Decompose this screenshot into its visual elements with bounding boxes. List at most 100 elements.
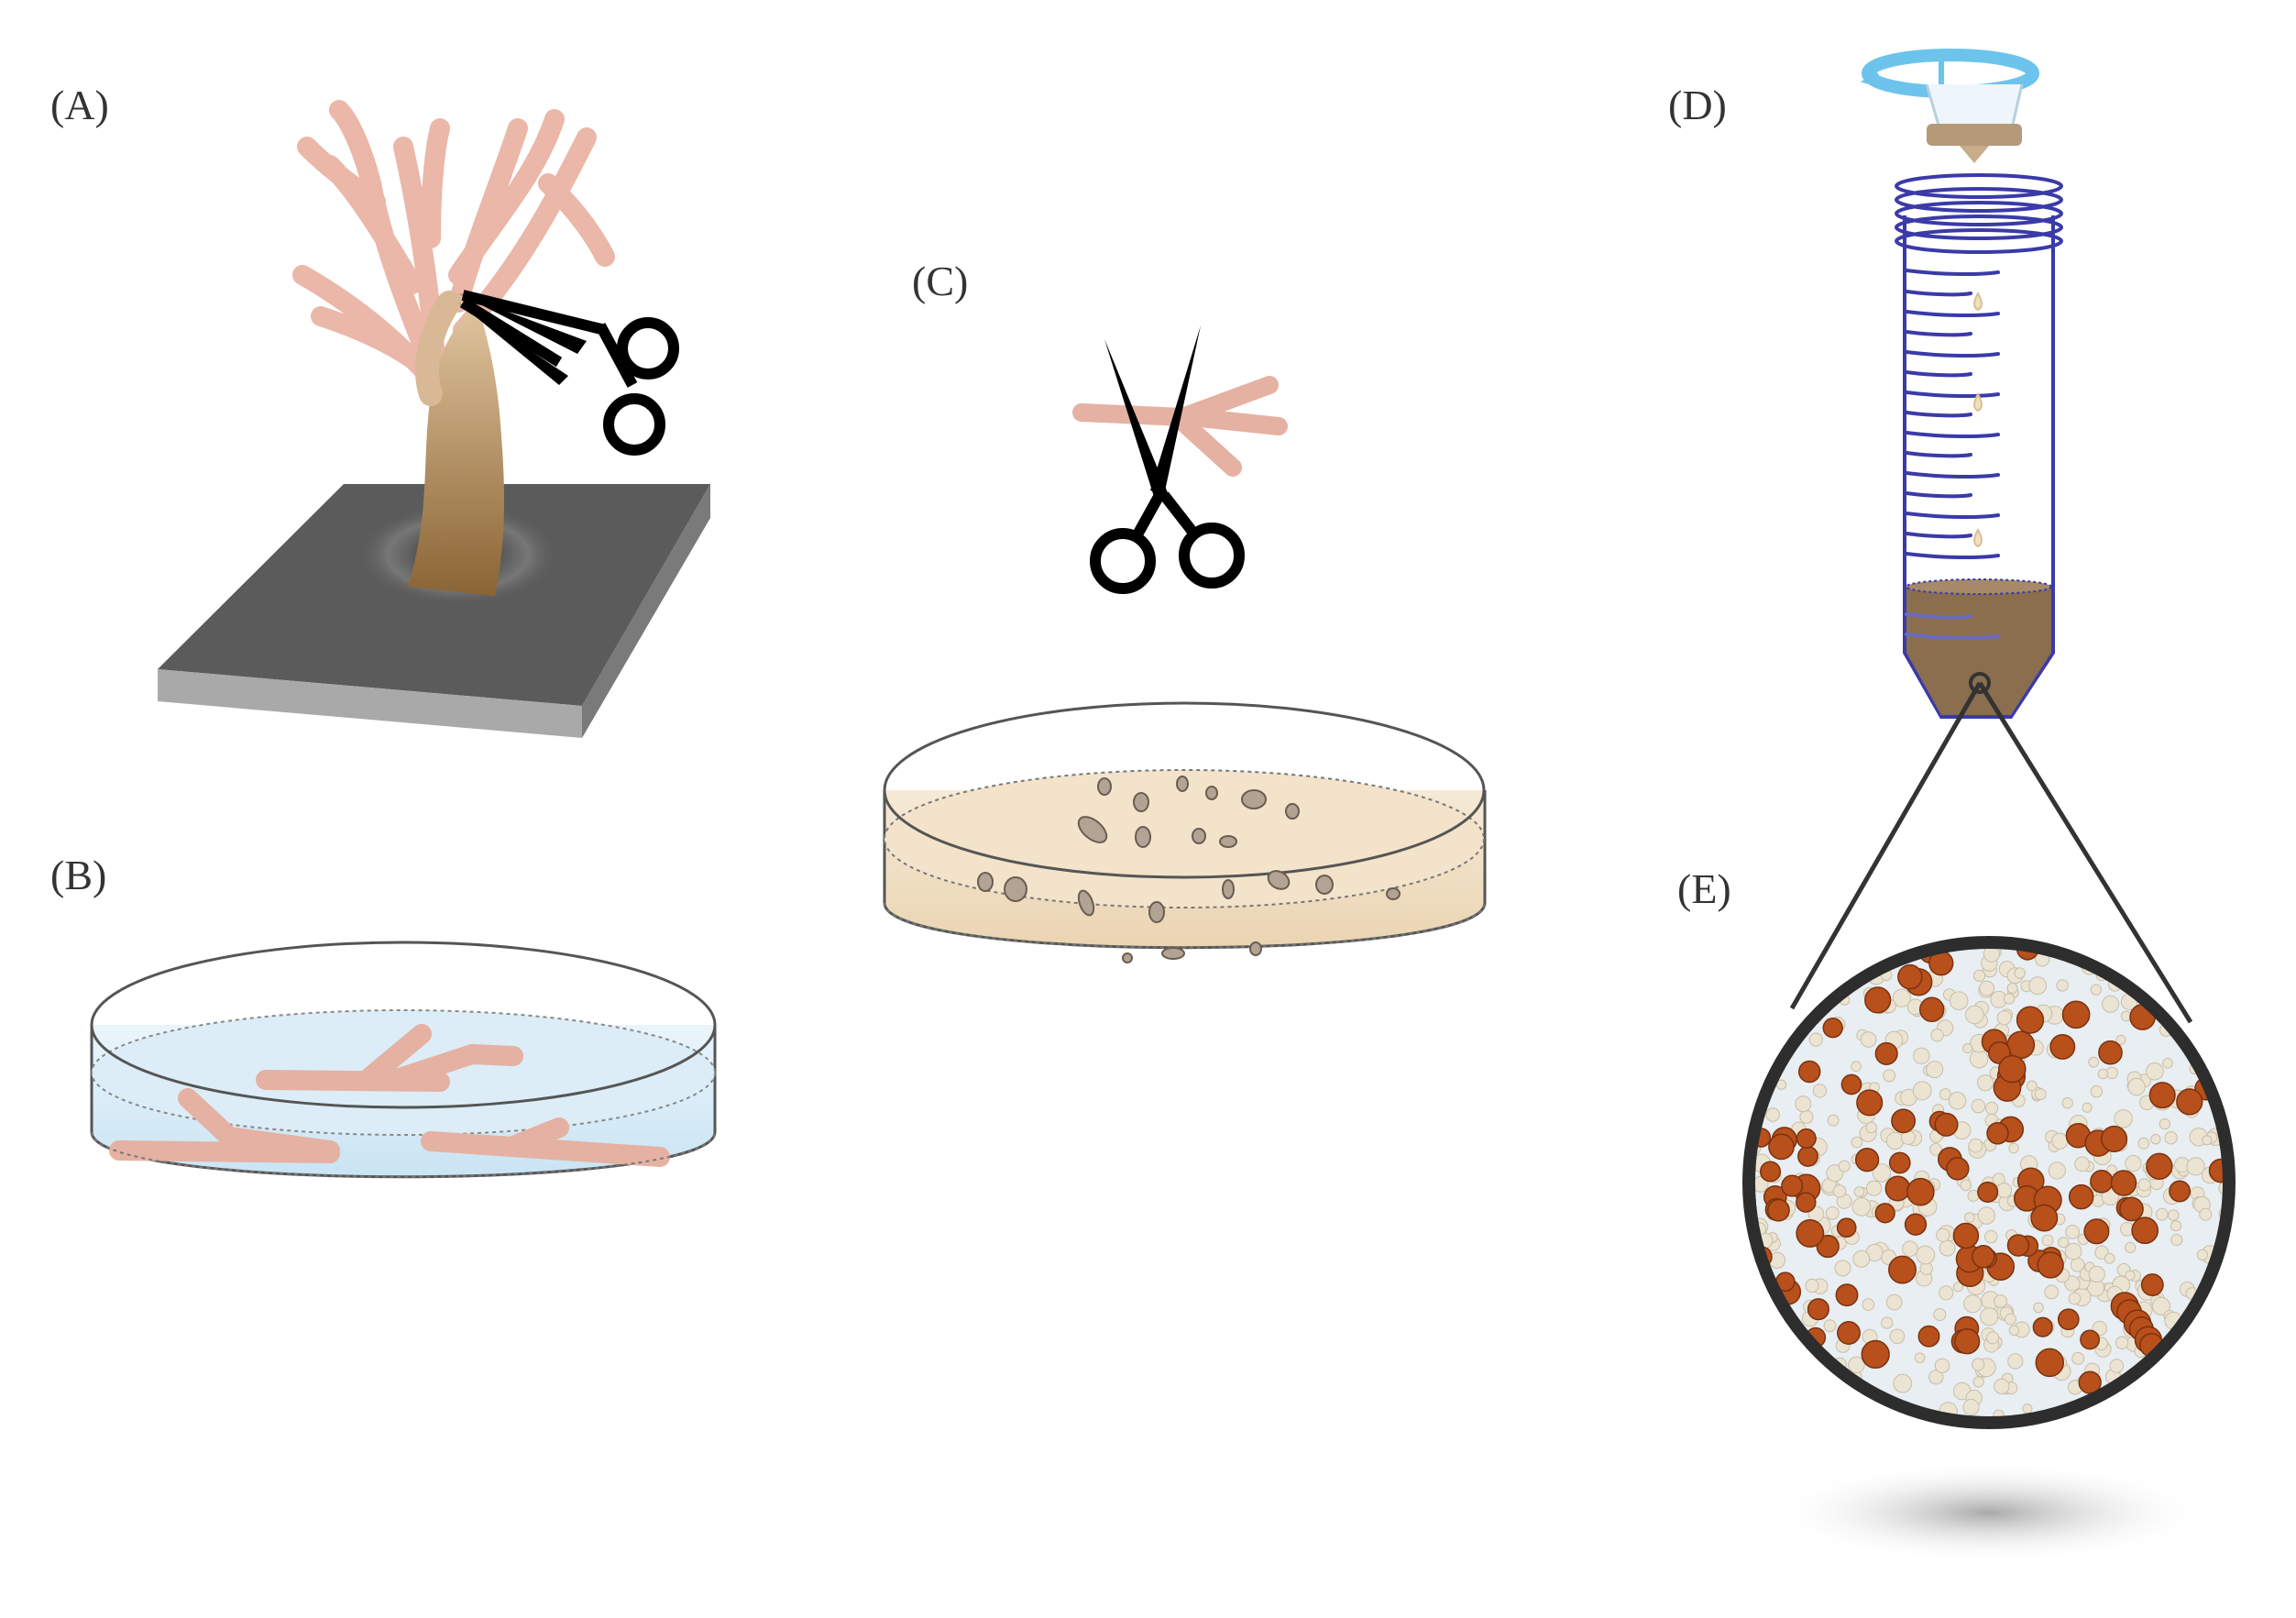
host-cell: [1865, 1180, 1883, 1196]
coral-icon: [292, 100, 615, 596]
host-cell: [1825, 1206, 1840, 1220]
host-cell: [2106, 1164, 2117, 1175]
symbiont-cell: [2068, 1183, 2094, 1210]
symbiont-cell: [1897, 963, 1923, 990]
host-cell: [2022, 1403, 2033, 1414]
host-cell: [1939, 1088, 1951, 1101]
host-cell: [2041, 1234, 2054, 1247]
symbiont-cell: [1906, 1177, 1935, 1206]
host-cell: [1862, 1298, 1875, 1311]
panel-c: [883, 325, 1487, 963]
host-cell: [2151, 1296, 2170, 1315]
symbiont-cell: [1977, 1181, 1999, 1203]
host-cell: [2125, 1270, 2136, 1281]
symbiont-cell: [2030, 1204, 2059, 1232]
symbiont-cell: [1946, 1157, 1970, 1181]
host-cell: [2068, 1292, 2082, 1305]
symbiont-cell: [2006, 1030, 2036, 1060]
symbiont-cell: [1766, 1198, 1790, 1222]
host-cell: [2090, 984, 2103, 996]
symbiont-cell: [1861, 1339, 1890, 1370]
host-cell: [1852, 1249, 1871, 1268]
host-cell: [1985, 1101, 1999, 1116]
symbiont-cell: [2146, 1152, 2173, 1180]
symbiont-cell: [2119, 1196, 2144, 1222]
cell-strainer-icon: [1860, 49, 2039, 163]
host-cell: [1805, 1278, 1819, 1293]
host-cell: [1968, 1138, 1983, 1153]
symbiont-cell: [1864, 986, 1892, 1014]
symbiont-cell: [1835, 1283, 1859, 1307]
panel-label-c: (C): [912, 258, 968, 304]
host-cell: [1808, 1032, 1823, 1047]
host-cell: [1883, 1069, 1896, 1083]
host-cell: [1964, 1212, 1975, 1223]
host-cell: [2170, 1220, 2182, 1232]
drop-shadow: [1769, 1462, 2209, 1563]
symbiont-cell: [1972, 1245, 1995, 1269]
host-cell: [1949, 991, 1969, 1010]
symbiont-cell: [1807, 1298, 1829, 1321]
host-cell: [2048, 1161, 2066, 1180]
host-cell: [2202, 1135, 2213, 1146]
symbiont-cell: [2131, 1216, 2159, 1245]
host-cell: [2114, 1109, 2133, 1128]
symbiont-cell: [2083, 1218, 2110, 1245]
host-cell: [2074, 1156, 2090, 1172]
magnifier-circle-icon: [1742, 936, 2236, 1429]
petri-dish-icon: [90, 941, 717, 1179]
host-cell: [1914, 1352, 1926, 1363]
symbiont-cell: [1768, 1133, 1795, 1161]
host-cell: [2199, 1207, 2213, 1221]
scissors-icon: [1090, 325, 1245, 594]
host-cell: [1926, 1061, 1944, 1079]
symbiont-cell: [1822, 1018, 1843, 1039]
host-cell: [2064, 1275, 2081, 1292]
symbiont-cell: [2057, 1308, 2080, 1331]
symbiont-cell: [1796, 1192, 1817, 1213]
host-cell: [1838, 1160, 1851, 1172]
symbiont-cell: [1888, 1255, 1917, 1284]
host-cell: [2082, 1102, 2093, 1113]
host-cell: [1827, 1114, 1840, 1127]
symbiont-cell: [1918, 996, 1945, 1023]
symbiont-cell: [1816, 1234, 1840, 1259]
host-cell: [2028, 976, 2048, 996]
host-cell: [2115, 1034, 2126, 1045]
host-cell: [1851, 1136, 1863, 1149]
host-cell: [1971, 1098, 1986, 1114]
host-cell: [1860, 1031, 1877, 1048]
host-cell: [1912, 1081, 1932, 1101]
host-cell: [2168, 1209, 2180, 1221]
host-cell: [1889, 1328, 1906, 1345]
host-cell: [2186, 1157, 2205, 1176]
host-cell: [1902, 1240, 1918, 1257]
host-cell: [2088, 1056, 2100, 1068]
host-cell: [2005, 1313, 2016, 1326]
symbiont-cell: [2101, 1125, 2128, 1152]
panel-label-d: (D): [1668, 82, 1727, 128]
host-cell: [1893, 1373, 1913, 1393]
host-cell: [1872, 1163, 1892, 1183]
symbiont-cell: [2016, 1006, 2045, 1034]
host-cell: [2137, 1178, 2151, 1192]
host-cell: [1765, 1107, 1780, 1122]
coral-fragment: [1072, 376, 1288, 477]
host-cell: [1994, 1294, 2008, 1308]
host-cell: [1962, 1043, 1973, 1054]
host-cell: [2159, 1117, 2171, 1130]
host-cell: [1853, 1186, 1865, 1197]
cell-field: [1749, 942, 2229, 1422]
symbiont-cell: [2148, 1082, 2176, 1109]
host-cell: [2196, 1249, 2208, 1261]
host-cell: [1979, 980, 1995, 996]
symbiont-cell: [2169, 1180, 2192, 1203]
petri-dish-icon: [883, 701, 1487, 963]
symbiont-cell: [1874, 1203, 1895, 1224]
symbiont-cell: [1837, 1321, 1861, 1345]
symbiont-cell: [1874, 1041, 1898, 1065]
host-cell: [1960, 1179, 1972, 1192]
panel-e: [1742, 936, 2236, 1563]
symbiont-cell: [1952, 1222, 1980, 1249]
symbiont-cell: [1904, 1213, 1928, 1236]
